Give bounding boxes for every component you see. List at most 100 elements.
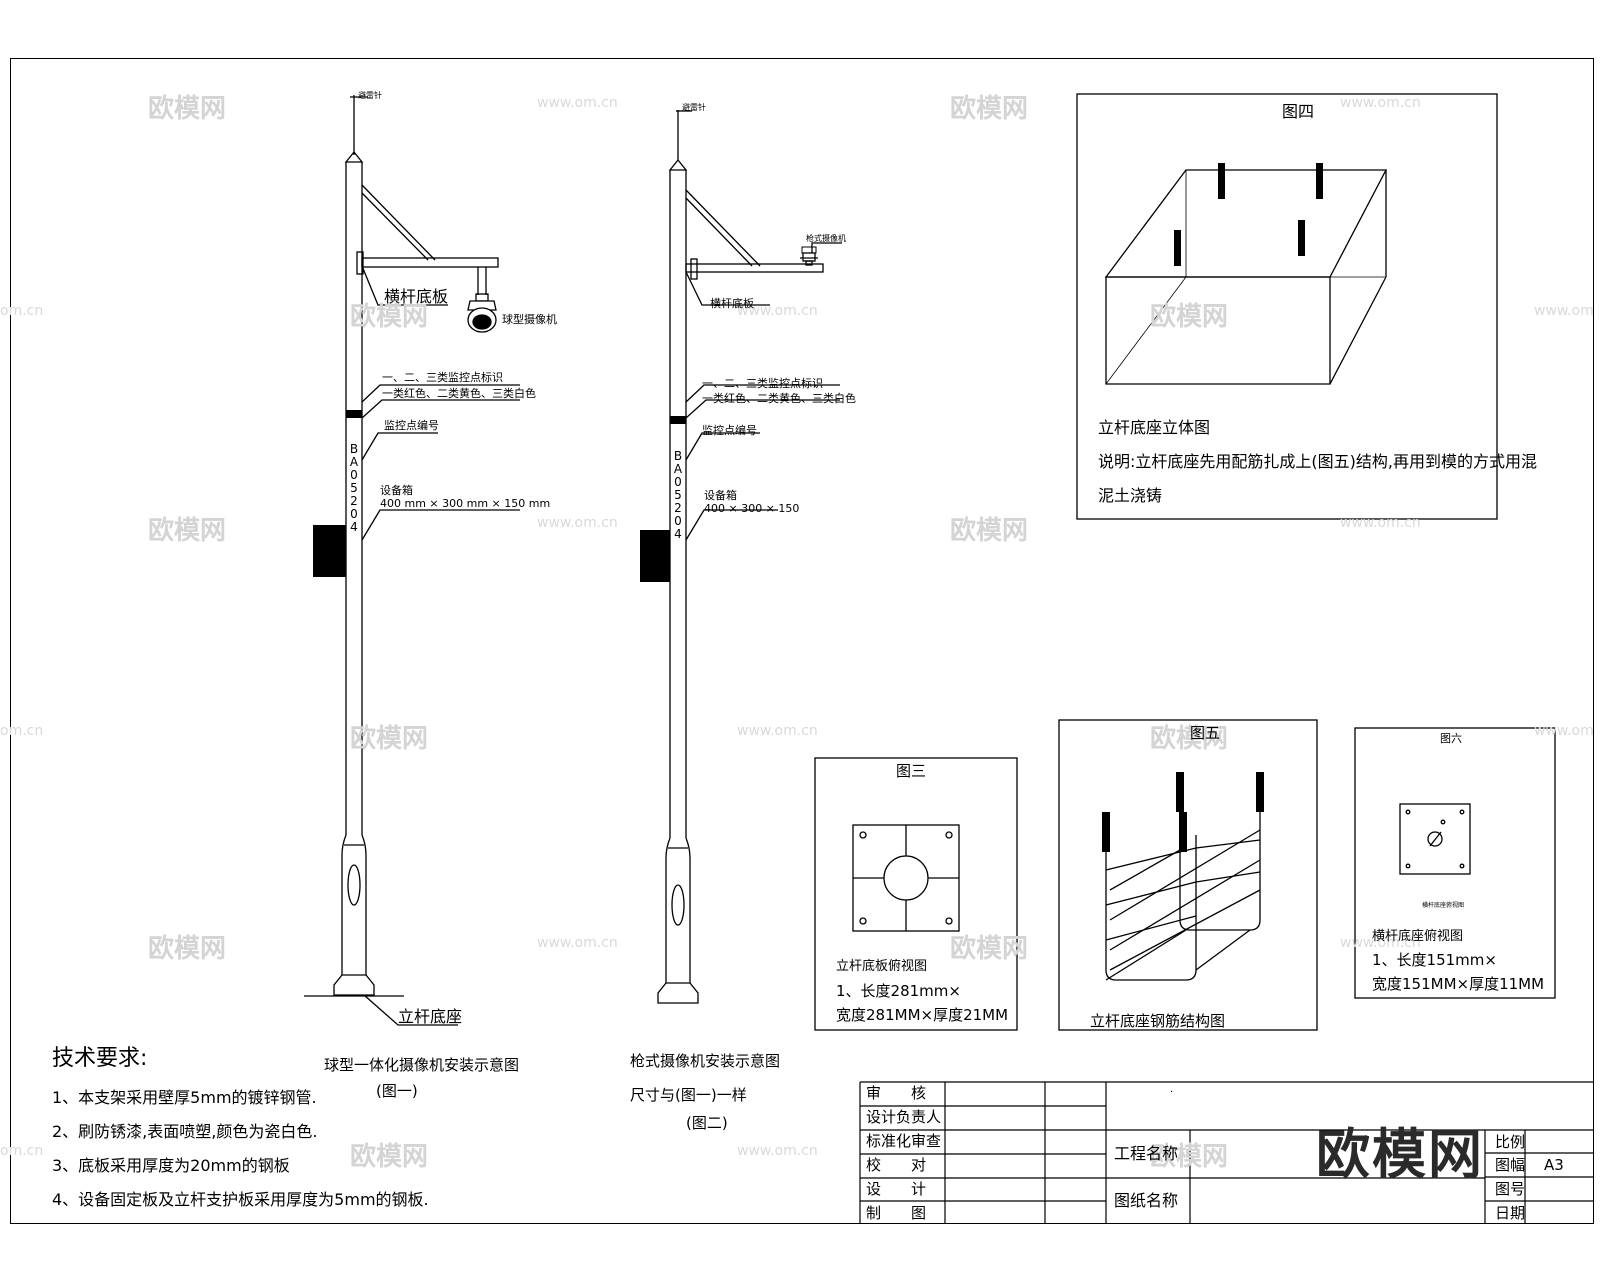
bullet-camera bbox=[801, 246, 817, 254]
titleblock-project-label: 工程名称 bbox=[1114, 1144, 1179, 1163]
titleblock-row-label: 标准化审查 bbox=[866, 1132, 942, 1150]
fig3-caption: 立杆底板俯视图 bbox=[836, 959, 928, 974]
watermark-logo: 欧模网 bbox=[950, 934, 1029, 964]
watermark-logo: 欧模网 bbox=[148, 94, 227, 124]
titleblock-row-label: 审 核 bbox=[866, 1084, 927, 1102]
fig6-caption: 横杆底座俯视图 bbox=[1372, 929, 1464, 944]
watermark-logo: 欧模网 bbox=[148, 934, 227, 964]
fig3-line1: 1、长度281mm× bbox=[836, 982, 961, 1000]
fig2-sign-label-2: 一类红色、二类黄色、三类白色 bbox=[702, 392, 856, 405]
fig2-sign-band bbox=[670, 416, 686, 424]
fig4-linework bbox=[1076, 93, 1498, 520]
fig1-equipment-box bbox=[313, 525, 346, 577]
fig1-box-dims: 400 mm × 300 mm × 150 mm bbox=[380, 497, 551, 510]
fig5-title: 图五 bbox=[1190, 724, 1221, 742]
tech-item: 4、设备固定板及立杆支护板采用厚度为5mm的钢板. bbox=[52, 1190, 429, 1209]
titleblock-row-label: 设 计 bbox=[866, 1180, 927, 1198]
watermark-url: www.om.cn bbox=[737, 723, 818, 739]
fig6-line2: 宽度151MM×厚度11MM bbox=[1372, 975, 1545, 993]
watermark-url: www.om.cn bbox=[737, 1143, 818, 1159]
tech-item: 1、本支架采用壁厚5mm的镀锌钢管. bbox=[52, 1088, 317, 1107]
fig5-rebar-top bbox=[1102, 812, 1110, 852]
titleblock-sheet-label: 图幅 bbox=[1495, 1156, 1526, 1174]
fig3-title: 图三 bbox=[896, 762, 927, 780]
fig1-sign-label-2: 一类红色、二类黄色、三类白色 bbox=[382, 387, 536, 400]
watermark-url: www.om.cn bbox=[737, 303, 818, 319]
titleblock-date-label: 日期 bbox=[1495, 1204, 1526, 1222]
fig2-box-label: 设备箱 bbox=[704, 489, 737, 502]
watermark-url: www.om bbox=[1534, 303, 1594, 319]
fig1-sign-band bbox=[346, 410, 362, 418]
fig2-top-tag: 避雷针 bbox=[682, 103, 706, 112]
watermark-url: www.om.cn bbox=[537, 935, 618, 951]
fig1-base-label: 立杆底座 bbox=[398, 1007, 463, 1026]
titleblock-dot: · bbox=[1170, 1087, 1174, 1098]
fig5-rebar-top bbox=[1176, 772, 1184, 812]
fig5-rebar-top bbox=[1256, 772, 1264, 812]
fig4-bolt bbox=[1298, 220, 1305, 256]
fig6-small-label: 横杆底座俯视图 bbox=[1422, 902, 1465, 909]
watermark-url: www.om.cn bbox=[537, 95, 618, 111]
fig2-caption-sub: (图二) bbox=[686, 1114, 728, 1132]
fig4-bolt bbox=[1218, 163, 1225, 199]
titleblock-scale-label: 比例 bbox=[1495, 1133, 1526, 1151]
watermark-logo: 欧模网 bbox=[950, 94, 1029, 124]
watermark-logo: 欧模网 bbox=[350, 302, 429, 332]
watermark-url: om.cn bbox=[0, 723, 44, 739]
fig1-sign-label-1: 一、二、三类监控点标识 bbox=[382, 371, 503, 384]
watermark-url: www.om.cn bbox=[1340, 515, 1421, 531]
fig4-caption: 立杆底座立体图 bbox=[1098, 418, 1211, 437]
watermark-url: www.om bbox=[1534, 723, 1594, 739]
watermark-url: www.om.cn bbox=[537, 515, 618, 531]
titleblock-row-label: 制 图 bbox=[866, 1204, 927, 1222]
watermark-url: www.om.cn bbox=[1340, 935, 1421, 951]
watermark-logo: 欧模网 bbox=[350, 724, 429, 754]
fig5-linework bbox=[1058, 719, 1318, 1031]
fig2-equipment-box bbox=[640, 530, 670, 582]
fig2-bracket-label: 横杆底板 bbox=[710, 297, 754, 310]
fig3-linework bbox=[814, 757, 1018, 1031]
fig2-pole-code: BA05204 bbox=[673, 449, 683, 541]
fig1-number-label: 监控点编号 bbox=[384, 419, 439, 432]
tech-item: 2、刷防锈漆,表面喷塑,颜色为瓷白色. bbox=[52, 1122, 318, 1141]
titleblock-sheet-value: A3 bbox=[1544, 1156, 1564, 1174]
watermark-url: om.cn bbox=[0, 303, 44, 319]
fig4-bolt bbox=[1316, 163, 1323, 199]
brand-watermark-logo: 欧模网 bbox=[1316, 1123, 1484, 1186]
titleblock-number-label: 图号 bbox=[1495, 1180, 1526, 1198]
titleblock-row-label: 校 对 bbox=[866, 1156, 927, 1174]
fig1-top-tag: 避雷针 bbox=[358, 91, 382, 100]
titleblock-row-label: 设计负责人 bbox=[866, 1108, 942, 1126]
fig1-box-label: 设备箱 bbox=[380, 484, 413, 497]
fig1-caption: 球型一体化摄像机安装示意图 bbox=[324, 1056, 520, 1074]
fig6-title: 图六 bbox=[1440, 732, 1462, 745]
title-block-lines bbox=[859, 1081, 1594, 1224]
fig4-bolt bbox=[1174, 230, 1181, 266]
fig6-linework bbox=[1354, 727, 1556, 999]
fig1-pole bbox=[304, 95, 520, 1026]
fig5-rebar-top bbox=[1179, 812, 1187, 852]
fig4-title: 图四 bbox=[1282, 102, 1315, 121]
watermark-logo: 欧模网 bbox=[350, 1142, 429, 1172]
fig5-caption: 立杆底座钢筋结构图 bbox=[1090, 1012, 1226, 1030]
watermark-url: om.cn bbox=[0, 1143, 44, 1159]
fig2-caption-line2: 尺寸与(图一)一样 bbox=[630, 1086, 747, 1104]
fig2-pole bbox=[657, 110, 842, 1004]
watermark-url: www.om.cn bbox=[1340, 95, 1421, 111]
watermark-logo: 欧模网 bbox=[1150, 302, 1229, 332]
fig1-camera-label: 球型摄像机 bbox=[502, 313, 557, 326]
fig6-line1: 1、长度151mm× bbox=[1372, 951, 1497, 969]
watermark-logo: 欧模网 bbox=[1150, 724, 1229, 754]
fig1-caption-sub: (图一) bbox=[376, 1082, 418, 1100]
fig2-camera-label: 枪式摄像机 bbox=[806, 234, 846, 243]
drawing-frame bbox=[10, 58, 1594, 1224]
fig2-sign-label-1: 一、二、三类监控点标识 bbox=[702, 377, 823, 390]
fig4-note-line2: 泥土浇铸 bbox=[1098, 486, 1163, 505]
dome-camera bbox=[467, 300, 497, 333]
watermark-logo: 欧模网 bbox=[148, 516, 227, 546]
tech-title: 技术要求: bbox=[52, 1046, 148, 1071]
fig3-line2: 宽度281MM×厚度21MM bbox=[836, 1006, 1009, 1024]
fig2-caption: 枪式摄像机安装示意图 bbox=[630, 1052, 781, 1070]
fig4-note-line1: 说明:立杆底座先用配筋扎成上(图五)结构,再用到模的方式用混 bbox=[1098, 452, 1537, 471]
